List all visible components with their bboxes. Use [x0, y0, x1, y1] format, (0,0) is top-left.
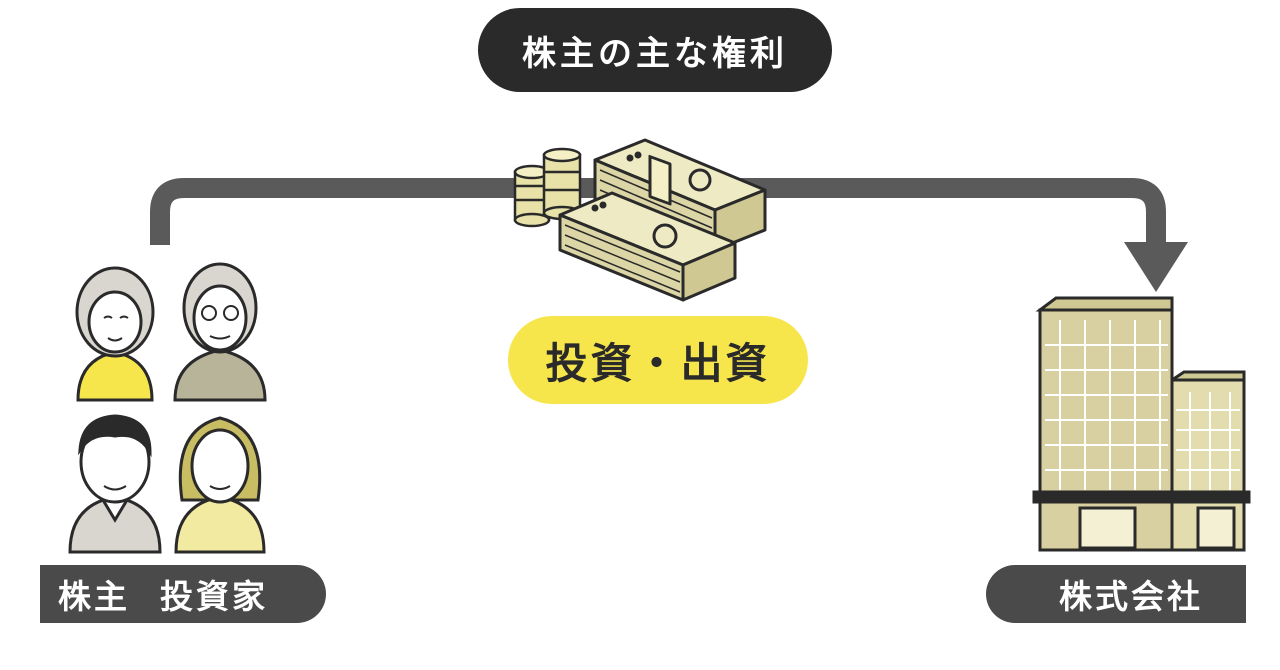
money-stack-icon	[558, 138, 767, 302]
investor-text: 投資家	[160, 577, 268, 616]
young-woman-icon	[174, 416, 266, 554]
coin-stack-icon	[513, 147, 582, 228]
elderly-man-icon	[173, 262, 267, 402]
flow-label: 投資・出資	[508, 316, 808, 404]
young-man-icon	[68, 414, 162, 554]
elderly-woman-icon	[75, 266, 155, 402]
shareholder-text: 株主	[58, 577, 130, 616]
company-label: 株式会社	[986, 565, 1246, 623]
arrow-head	[1124, 242, 1188, 292]
office-building-icon	[1032, 296, 1251, 552]
investor-label: 株主 投資家	[40, 565, 326, 623]
diagram-title: 株主の主な権利	[478, 8, 832, 92]
